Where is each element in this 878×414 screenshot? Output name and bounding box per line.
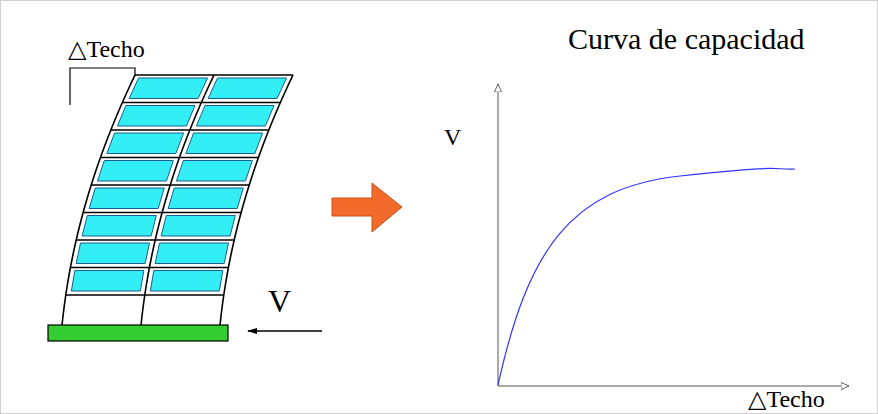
axis-label: V (444, 124, 461, 150)
window-panel (89, 188, 164, 209)
window-panel (117, 106, 195, 127)
transition-arrow (332, 183, 402, 232)
floor-beam (111, 129, 269, 130)
floor-beam (135, 74, 293, 75)
y-axis (498, 84, 499, 386)
base-shear-arrow (248, 330, 322, 331)
roof-drift-bracket (70, 68, 135, 105)
building-frame (62, 75, 293, 325)
window-panel (186, 133, 263, 154)
capacity-curve (498, 168, 795, 385)
window-panel (76, 243, 149, 264)
floor-beam (70, 267, 228, 268)
floor-beam (76, 239, 234, 240)
window-panel (150, 271, 222, 292)
window-panel (97, 161, 173, 182)
window-panel (161, 216, 235, 237)
axis-label: △Techo (748, 386, 825, 412)
foundation-base (48, 325, 228, 341)
window-panel (196, 106, 274, 127)
window-panel (71, 271, 143, 292)
floor-beam (83, 212, 241, 213)
floor-beam (91, 184, 249, 185)
chart-title: Curva de capacidad (568, 22, 805, 55)
base-shear-label: V (268, 284, 291, 319)
floor-beam (66, 294, 224, 295)
window-panel (208, 78, 286, 99)
floor-beam (100, 157, 258, 158)
window-panel (107, 133, 184, 154)
window-panel (155, 243, 228, 264)
roof-drift-label: △Techo (68, 36, 145, 62)
window-panel (129, 78, 207, 99)
window-panel (176, 161, 252, 182)
floor-beam (122, 102, 280, 103)
window-panel (82, 216, 156, 237)
window-panel (168, 188, 243, 209)
